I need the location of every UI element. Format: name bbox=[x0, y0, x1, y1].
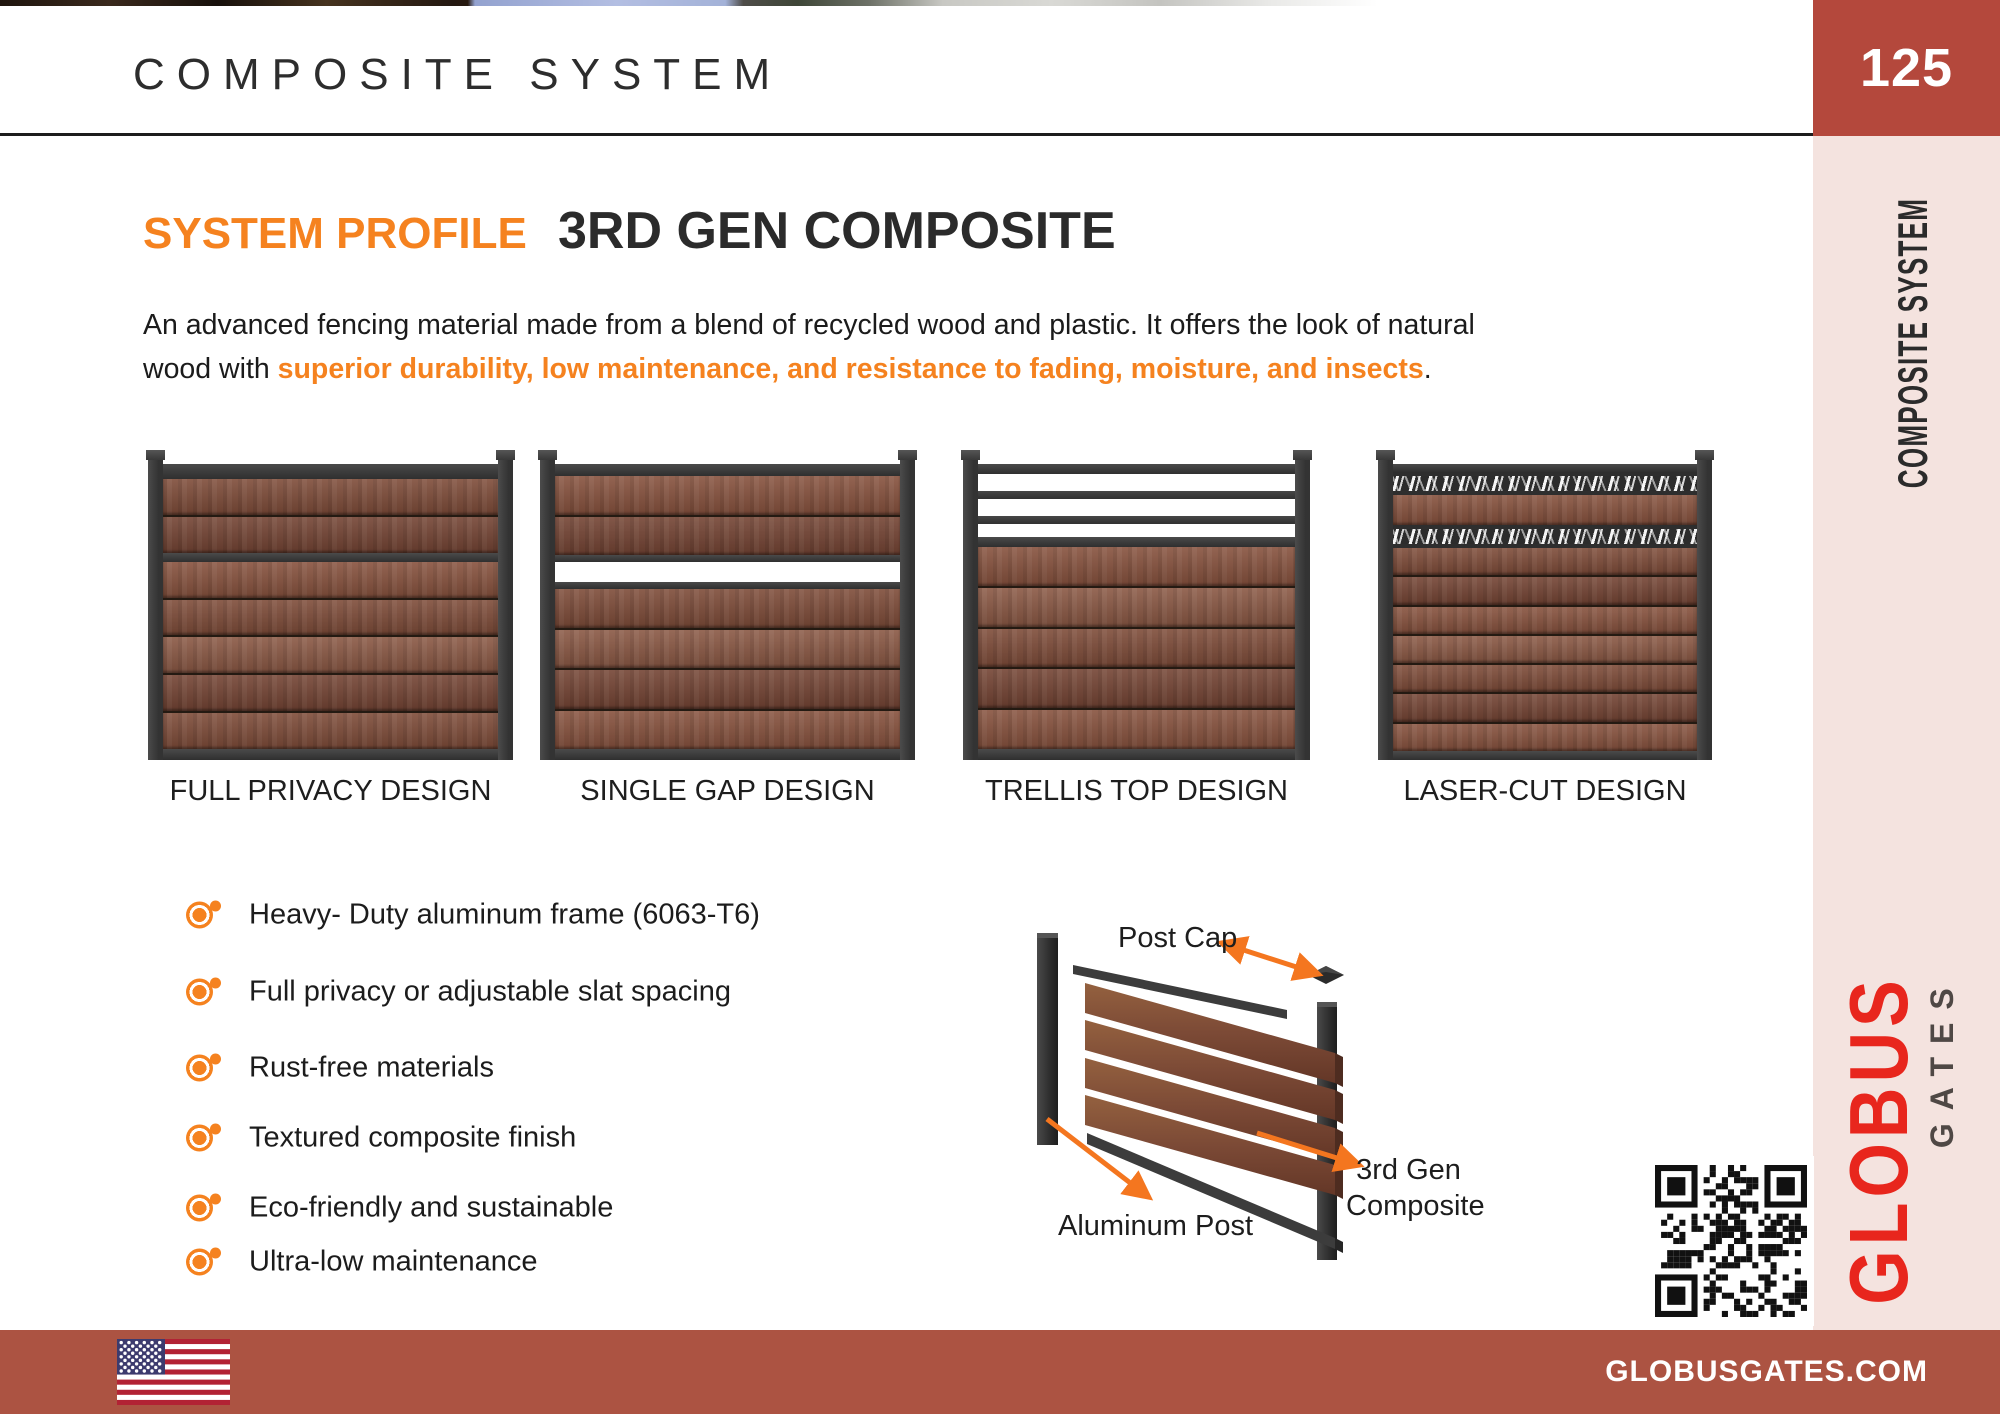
fence-panel-laser-cut bbox=[1376, 450, 1714, 760]
bullet-icon bbox=[186, 977, 221, 1006]
post-cap-arrow-icon bbox=[1216, 936, 1324, 981]
bullet-icon bbox=[186, 900, 221, 929]
feature-label: Textured composite finish bbox=[249, 1121, 577, 1154]
feature-item: Ultra-low maintenance bbox=[186, 1246, 538, 1279]
composite-label-line2: Composite bbox=[1346, 1190, 1485, 1222]
description-line1: An advanced fencing material made from a… bbox=[143, 309, 1475, 341]
feature-label: Rust-free materials bbox=[249, 1051, 494, 1084]
description-line2-prefix: wood with bbox=[143, 353, 278, 385]
fence-panel-trellis-top bbox=[961, 450, 1312, 760]
assembly-diagram: Post Cap Aluminum Post 3rd Gen Composite bbox=[1000, 880, 1640, 1320]
panel-post-right bbox=[1695, 450, 1714, 760]
assembly-diagram-art bbox=[1037, 933, 1365, 1260]
feature-label: Eco-friendly and sustainable bbox=[249, 1191, 614, 1224]
post-cap-label: Post Cap bbox=[1118, 922, 1238, 954]
composite-slat bbox=[1085, 1058, 1335, 1158]
feature-item: Heavy- Duty aluminum frame (6063-T6) bbox=[186, 899, 760, 932]
bottom-rail bbox=[1087, 1133, 1335, 1249]
laser-cut-strip bbox=[1393, 525, 1697, 548]
feature-item: Textured composite finish bbox=[186, 1122, 576, 1155]
us-flag-icon bbox=[117, 1339, 230, 1405]
panel-post-left bbox=[961, 450, 980, 760]
aluminum-post-arrow-icon bbox=[1045, 1117, 1154, 1201]
panel-post-right bbox=[898, 450, 917, 760]
description-highlight: superior durability, low maintenance, an… bbox=[277, 353, 1424, 385]
composite-slat bbox=[1085, 1095, 1335, 1195]
bullet-icon bbox=[186, 1123, 221, 1152]
laser-cut-strip bbox=[1393, 472, 1697, 495]
footer-url: GLOBUSGATES.COM bbox=[1605, 1355, 1928, 1388]
aluminum-post-label: Aluminum Post bbox=[1058, 1210, 1254, 1242]
panel-label: TRELLIS TOP DESIGN bbox=[985, 775, 1288, 807]
composite-arrow-icon bbox=[1256, 1130, 1365, 1173]
bullet-icon bbox=[186, 1053, 221, 1082]
bullet-icon bbox=[186, 1247, 221, 1276]
panel-post-right bbox=[496, 450, 515, 760]
composite-slat bbox=[1085, 983, 1335, 1083]
panel-post-left bbox=[1376, 450, 1395, 760]
panel-post-right bbox=[1293, 450, 1312, 760]
left-aluminum-post bbox=[1037, 933, 1058, 1145]
panel-boards bbox=[1393, 464, 1697, 760]
feature-item: Eco-friendly and sustainable bbox=[186, 1192, 613, 1225]
qr-code bbox=[1648, 1156, 1814, 1326]
composite-slats bbox=[1085, 983, 1343, 1199]
bullet-icon bbox=[186, 1193, 221, 1222]
page-header-title: COMPOSITE SYSTEM bbox=[133, 50, 783, 99]
footer-bar: GLOBUSGATES.COM bbox=[0, 1330, 2000, 1414]
panel-boards bbox=[978, 464, 1295, 760]
top-photo-strip bbox=[0, 0, 1813, 6]
composite-slat bbox=[1085, 1020, 1335, 1120]
panel-boards bbox=[163, 464, 498, 761]
panel-post-left bbox=[538, 450, 557, 760]
page-number: 125 bbox=[1859, 38, 1954, 98]
section-kicker: SYSTEM PROFILE bbox=[143, 209, 527, 258]
fence-panel-single-gap bbox=[538, 450, 917, 760]
header-divider bbox=[0, 133, 1813, 136]
panel-boards bbox=[555, 464, 900, 760]
panel-label: FULL PRIVACY DESIGN bbox=[169, 775, 492, 807]
feature-item: Rust-free materials bbox=[186, 1052, 494, 1085]
panel-post-left bbox=[146, 450, 165, 760]
panel-label: SINGLE GAP DESIGN bbox=[580, 775, 875, 807]
sidebar-vertical-label: COMPOSITE SYSTEM bbox=[1889, 197, 1936, 489]
globus-wordmark: GLOBUS bbox=[1832, 975, 1925, 1305]
gates-wordmark: GATES bbox=[1924, 975, 1960, 1149]
composite-label: 3rd Gen Composite bbox=[1346, 1152, 1485, 1224]
page-title: 3RD GEN COMPOSITE bbox=[558, 202, 1116, 260]
composite-label-line1: 3rd Gen bbox=[1356, 1154, 1461, 1186]
feature-label: Full privacy or adjustable slat spacing bbox=[249, 975, 731, 1008]
system-description: An advanced fencing material made from a… bbox=[143, 303, 1603, 391]
description-period: . bbox=[1423, 353, 1432, 385]
top-rail bbox=[1073, 965, 1287, 1019]
panel-label: LASER-CUT DESIGN bbox=[1403, 775, 1687, 807]
right-sidebar bbox=[1813, 136, 2000, 1330]
feature-item: Full privacy or adjustable slat spacing bbox=[186, 976, 731, 1009]
qr-code-art bbox=[1655, 1165, 1807, 1317]
page-number-box: 125 bbox=[1813, 0, 2000, 136]
fence-panel-full-privacy bbox=[146, 450, 515, 761]
feature-label: Ultra-low maintenance bbox=[249, 1245, 538, 1278]
feature-label: Heavy- Duty aluminum frame (6063-T6) bbox=[249, 898, 760, 931]
